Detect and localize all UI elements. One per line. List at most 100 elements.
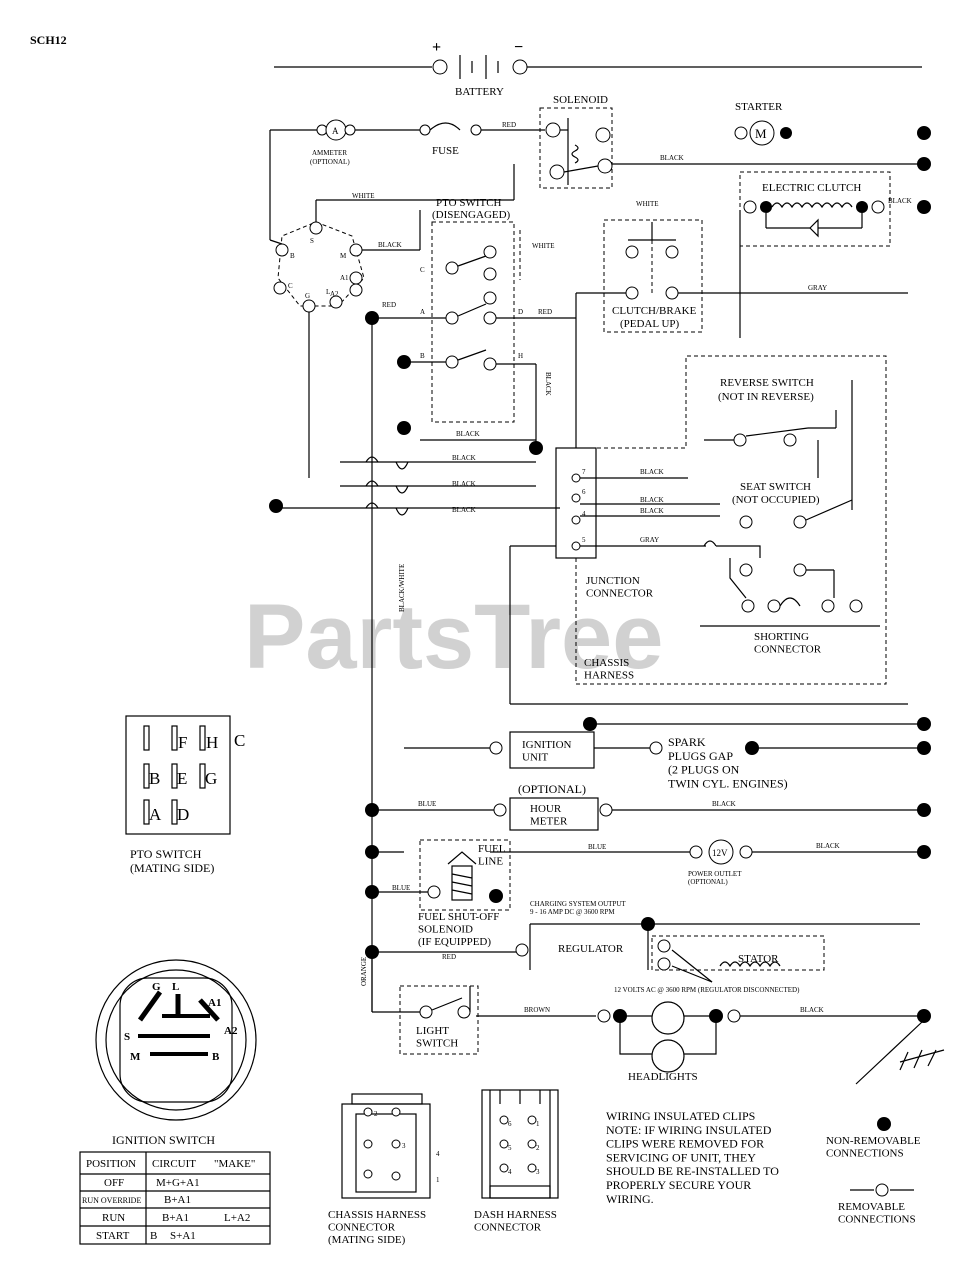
page-id: SCH12 — [30, 33, 67, 47]
starter-label: STARTER — [735, 101, 783, 113]
chassis-pin-1: 1 — [436, 1176, 440, 1184]
ign-face-a1: A1 — [208, 997, 221, 1009]
label-line: SWITCH — [416, 1038, 458, 1050]
headlights: HEADLIGHTS — [597, 1001, 741, 1083]
ign-face-s: S — [124, 1031, 130, 1043]
ignition-switch-label: IGNITION SWITCH — [112, 1133, 215, 1147]
dash-pin-1: 1 — [536, 1120, 540, 1128]
junction-pin-6: 6 — [582, 488, 586, 496]
label-line: (MATING SIDE) — [328, 1234, 406, 1246]
fuse: FUSE RED — [419, 121, 545, 157]
table-header-circuit: CIRCUIT — [152, 1158, 196, 1170]
wire-blue-fuel: BLUE — [392, 884, 410, 892]
wire-black-1: BLACK — [452, 454, 476, 462]
pto-switch-mating: F H C B E G A D PTO SWITCH(MATING SIDE) — [125, 715, 245, 875]
pto-switch-label: PTO SWITCH — [436, 197, 502, 209]
wire-orange: ORANGE — [360, 957, 368, 986]
label-line: SHOULD BE RE-INSTALLED TO — [606, 1164, 779, 1178]
label-line: CLIPS WERE REMOVED FOR — [606, 1137, 764, 1151]
battery-plus: + — [432, 39, 441, 56]
label-line: SOLENOID — [418, 924, 473, 936]
stator-label: STATOR — [738, 953, 779, 965]
label-line: PROPERLY SECURE YOUR — [606, 1178, 751, 1192]
wire-red-fuse: RED — [502, 121, 516, 129]
pto-mating-b: B — [149, 769, 160, 788]
table-row-start-circ: B — [150, 1230, 157, 1242]
pto-mating-g: G — [205, 769, 217, 788]
wire-blue-outlet: BLUE — [588, 843, 606, 851]
fuse-label: FUSE — [432, 145, 459, 157]
pto-switch: PTO SWITCH (DISENGAGED) C A D B H — [420, 197, 523, 423]
wire-black-h: BLACK — [544, 372, 552, 396]
ign-b-label: B — [290, 252, 295, 260]
dash-pin-4: 4 — [508, 1168, 512, 1176]
starter: STARTER M — [734, 101, 792, 146]
watermark: PartsTree — [244, 586, 663, 688]
label-line: (MATING SIDE) — [130, 861, 214, 875]
wire-red-d: RED — [538, 308, 552, 316]
table-row-ro-pos: RUN OVERRIDE — [82, 1196, 141, 1205]
label-line: (IF EQUIPPED) — [418, 936, 491, 948]
table-header-make: "MAKE" — [214, 1158, 255, 1170]
wire-brown: BROWN — [524, 1006, 550, 1014]
label-line: 9 - 16 AMP DC @ 3600 RPM — [530, 908, 615, 916]
wire-black-head: BLACK — [800, 1006, 824, 1014]
battery-label: BATTERY — [455, 86, 504, 98]
wire-gray-junction: GRAY — [640, 536, 659, 544]
ground-symbol — [855, 1021, 945, 1085]
ign-face-a2: A2 — [224, 1025, 238, 1037]
ign-face-b: B — [212, 1051, 220, 1063]
label-line: METER — [530, 816, 568, 828]
wire-red-a: RED — [382, 301, 396, 309]
table-row-start-make: S+A1 — [170, 1230, 196, 1242]
pto-h-label: H — [518, 352, 523, 360]
seat-switch-label: SEAT SWITCH — [740, 481, 811, 493]
label-line: UNIT — [522, 752, 549, 764]
label-line: CONNECTIONS — [826, 1148, 904, 1160]
wire-white-pto: WHITE — [532, 242, 555, 250]
pto-mating-c: C — [234, 731, 245, 750]
table-row-off-pos: OFF — [104, 1177, 124, 1189]
wire-red-reg: RED — [442, 953, 456, 961]
wire-blue-hour: BLUE — [418, 800, 436, 808]
table-row-run-pos: RUN — [102, 1212, 125, 1224]
ammeter-label: AMMETER — [312, 149, 347, 157]
ammeter-a: A — [332, 126, 339, 136]
label-line: PLUGS GAP — [668, 749, 733, 763]
wire-black-3: BLACK — [452, 506, 476, 514]
pto-mating-d: D — [177, 805, 189, 824]
label-line: CONNECTOR — [474, 1222, 542, 1234]
wire-black-hour: BLACK — [712, 800, 736, 808]
wire-black-6: BLACK — [640, 496, 664, 504]
ign-a1-label: A1 — [340, 274, 349, 282]
power-outlet-12v: 12V — [712, 848, 728, 858]
stator: STATOR — [651, 935, 825, 983]
table-row-ro-circ: B+A1 — [164, 1194, 191, 1206]
starter-motor: M — [755, 126, 767, 141]
pto-mating-e: E — [177, 769, 187, 788]
wire-black-4: BLACK — [456, 430, 480, 438]
junction-pin-7: 7 — [582, 468, 586, 476]
hour-meter-optional: (OPTIONAL) — [518, 782, 586, 796]
wire-black-outlet: BLACK — [816, 842, 840, 850]
not-occupied-label: (NOT OCCUPIED) — [732, 494, 820, 506]
ignition-switch-face: G L A1 A2 S M B IGNITION SWITCH — [95, 959, 257, 1147]
pedal-up-label: (PEDAL UP) — [620, 318, 680, 330]
ign-a2-label: A2 — [330, 290, 339, 298]
dash-pin-6: 6 — [508, 1120, 512, 1128]
wire-black-clutch: BLACK — [888, 197, 912, 205]
chassis-pin-2: 2 — [374, 1110, 378, 1118]
dash-pin-2: 2 — [536, 1144, 540, 1152]
